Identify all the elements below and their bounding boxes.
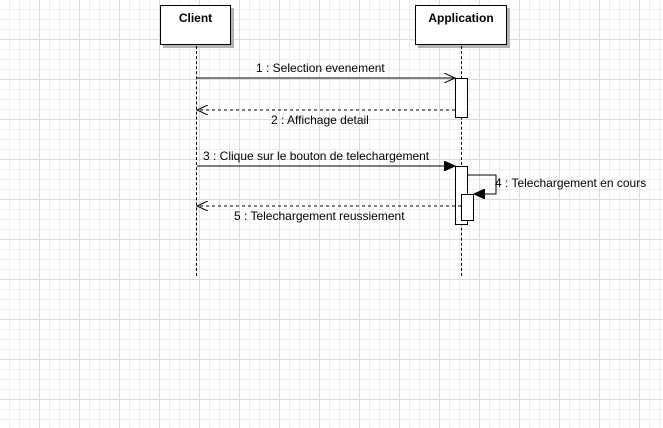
activation-bar-1[interactable]: [455, 78, 468, 118]
participant-client[interactable]: Client: [160, 5, 231, 45]
message-3-label: 3 : Clique sur le bouton de telechargeme…: [203, 149, 430, 163]
activation-bar-self[interactable]: [461, 194, 474, 221]
participant-application[interactable]: Application: [415, 5, 507, 45]
participant-client-label: Client: [178, 11, 213, 25]
message-5-label: 5 : Telechargement reussiement: [234, 209, 405, 223]
message-4-label: 4 : Telechargement en cours: [495, 176, 647, 190]
client-lifeline: [196, 46, 197, 276]
application-lifeline: [461, 46, 462, 276]
message-1-label: 1 : Selection evenement: [256, 61, 385, 75]
message-4-arrow: [468, 174, 497, 194]
participant-application-label: Application: [428, 11, 494, 25]
message-2-label: 2 : Affichage detail: [271, 113, 369, 127]
